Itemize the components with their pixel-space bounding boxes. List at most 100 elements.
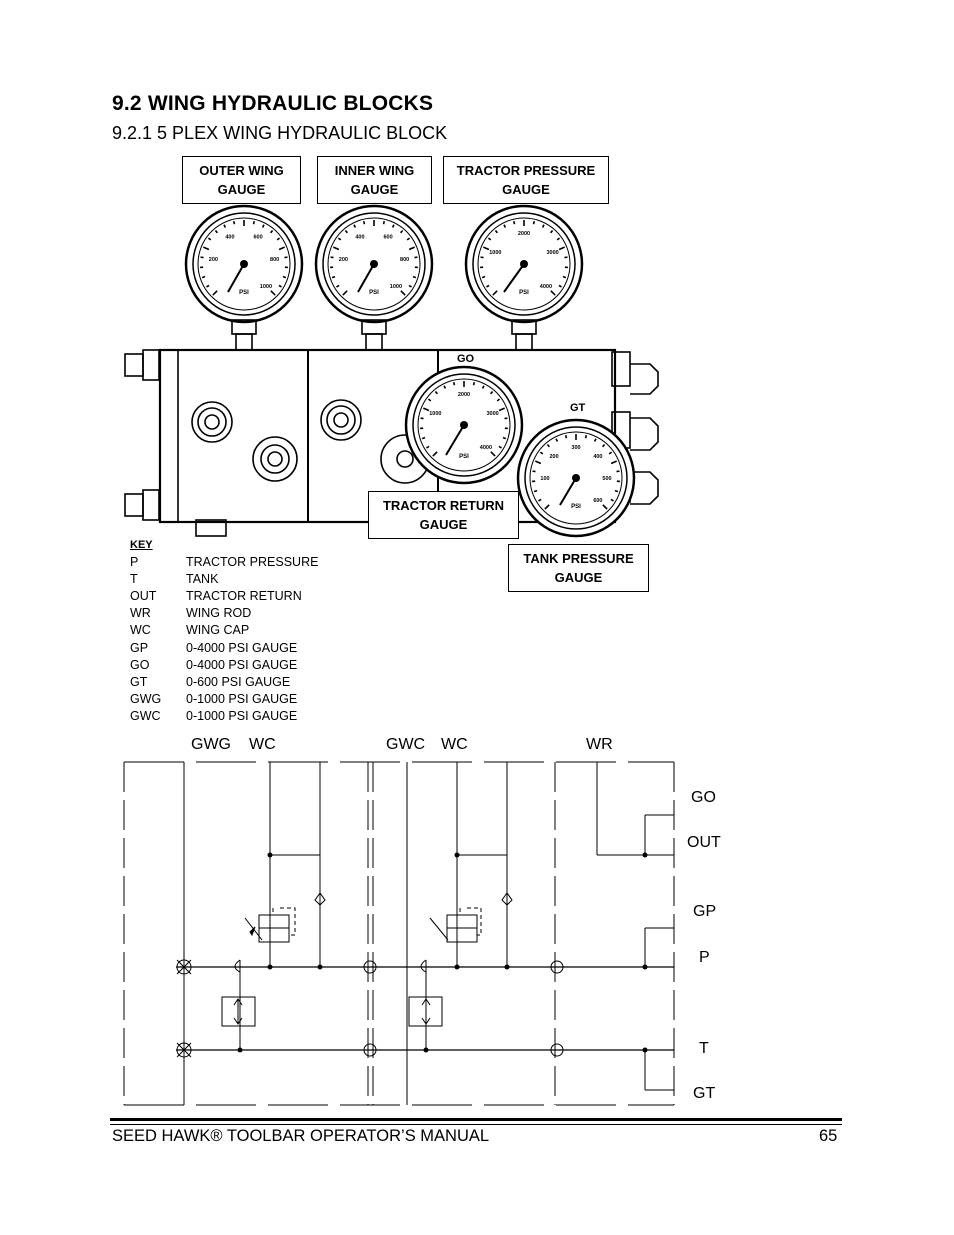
key-code: GP — [130, 640, 149, 655]
key-description: 0-4000 PSI GAUGE — [186, 657, 298, 672]
gauge-scale-label: 400 — [225, 234, 234, 240]
gauge-tick — [342, 290, 348, 296]
check-valve-1 — [314, 892, 326, 906]
gauge-tick — [391, 224, 395, 228]
gt-gauge-unit: PSI — [571, 504, 581, 510]
gauge-tick — [502, 436, 507, 440]
gauge-tick — [490, 391, 494, 395]
key-description: WING CAP — [186, 623, 250, 638]
gauge-scale-label: 600 — [383, 234, 392, 240]
key-row: GT 0-600 PSI GAUGE — [130, 674, 318, 691]
gauge-tick — [337, 237, 342, 241]
footer-rule-thin — [110, 1124, 842, 1125]
key-code: GT — [130, 674, 148, 689]
gauge-tick — [421, 436, 426, 440]
outer-gauge-unit: PSI — [239, 290, 249, 296]
gauge-tick — [434, 391, 438, 395]
label-gwg: GWG — [191, 736, 231, 753]
key-row: WC WING CAP — [130, 622, 318, 639]
gauge-tick — [278, 246, 285, 251]
tractor-pressure-gauge — [464, 204, 584, 324]
gauge-tick — [498, 445, 502, 449]
gauge-tick — [602, 504, 608, 510]
gauge-tick — [538, 498, 542, 502]
gauge-tick — [232, 221, 236, 225]
label-wr: WR — [586, 736, 613, 753]
key-description: 0-600 PSI GAUGE — [186, 674, 291, 689]
gauge-tick — [610, 460, 617, 465]
inner-gauge-unit: PSI — [369, 290, 379, 296]
gauge-tick — [610, 498, 614, 502]
inner-wing-gauge — [314, 204, 434, 324]
gauge-scale-label: 1000 — [260, 284, 272, 290]
flow-valve-2 — [408, 996, 443, 1027]
gauge-tick — [252, 221, 256, 225]
key-description: WING ROD — [186, 606, 252, 621]
tractor-gauge-unit: PSI — [519, 290, 529, 296]
tank-pressure-gauge-callout: TANK PRESSURE GAUGE — [508, 544, 649, 592]
gauge-scale-label: 300 — [571, 445, 580, 451]
key-code: WC — [130, 623, 151, 638]
gauge-tick — [223, 224, 227, 228]
gauge-tick — [408, 284, 412, 288]
gauge-tick — [490, 451, 496, 457]
gauge-tick — [423, 407, 430, 412]
check-valve-2 — [501, 892, 513, 906]
gauge-tick — [481, 385, 485, 389]
gauge-tick — [487, 237, 492, 241]
key-description: 0-1000 PSI GAUGE — [186, 691, 298, 706]
key-description: 0-1000 PSI GAUGE — [186, 708, 298, 723]
label-gp: GP — [693, 903, 717, 920]
tractor-pressure-gauge-callout: TRACTOR PRESSURE GAUGE — [443, 156, 609, 204]
tractor-pressure-needle — [503, 263, 525, 293]
gauge-tick — [483, 246, 490, 251]
outer-wing-gauge — [184, 204, 304, 324]
gauge-tick — [426, 445, 430, 449]
gauge-scale-label: 200 — [209, 257, 218, 263]
gauge-scale-label: 3000 — [487, 411, 499, 417]
gauge-tick — [550, 290, 556, 296]
key-code: T — [130, 572, 138, 587]
gauge-scale-label: 400 — [593, 454, 602, 460]
gauge-tick — [533, 489, 538, 493]
gauge-tick — [492, 290, 498, 296]
gauge-tick — [261, 224, 265, 228]
go-mark: GO — [457, 353, 475, 365]
gauge-tick — [556, 237, 561, 241]
inner-wing-gauge-callout: INNER WING GAUGE — [317, 156, 432, 204]
key-code: WR — [130, 606, 151, 621]
gauge-scale-label: 4000 — [480, 445, 492, 451]
gauge-tick — [382, 221, 386, 225]
gauge-tick — [443, 385, 447, 389]
gauge-tick — [207, 237, 212, 241]
go-gauge-unit: PSI — [459, 454, 469, 460]
footer-manual-title: SEED HAWK® TOOLBAR OPERATOR’S MANUAL — [112, 1127, 490, 1145]
gauge-tick — [494, 230, 498, 234]
gauge-tick — [406, 237, 411, 241]
gauge-tick — [270, 230, 274, 234]
gauge-tick — [496, 398, 501, 402]
section-heading: 9.2 WING HYDRAULIC BLOCKS — [112, 92, 434, 115]
gauge-tick — [584, 435, 588, 439]
gauge-scale-label: 4000 — [540, 284, 552, 290]
gauge-tick — [564, 435, 568, 439]
gauge-scale-label: 2000 — [458, 392, 470, 398]
page-number: 65 — [819, 1127, 838, 1145]
outer-wing-gauge-callout: OUTER WING GAUGE — [182, 156, 301, 204]
gauge-tick — [614, 489, 619, 493]
gauge-tick — [546, 444, 550, 448]
gt-mark: GT — [570, 402, 586, 414]
gauge-tick — [353, 224, 357, 228]
label-gwc: GWC — [386, 736, 426, 753]
tractor-return-gauge-callout: TRACTOR RETURN GAUGE — [368, 491, 519, 539]
gauge-tick — [212, 290, 218, 296]
tractor-return-needle — [445, 424, 465, 456]
gauge-scale-label: 600 — [253, 234, 262, 240]
label-gt: GT — [693, 1085, 716, 1102]
gauge-tick — [481, 275, 486, 279]
key-code: OUT — [130, 589, 157, 604]
